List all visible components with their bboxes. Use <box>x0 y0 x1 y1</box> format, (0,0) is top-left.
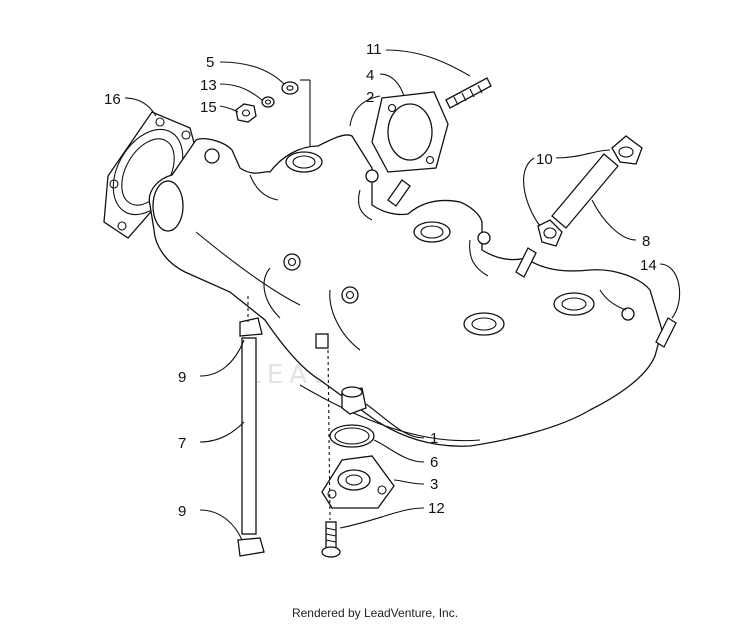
callout-3: 3 <box>430 476 438 493</box>
callout-labels: 5 13 15 16 11 4 2 10 8 14 9 7 9 1 6 3 12 <box>104 41 657 520</box>
callout-15: 15 <box>200 99 217 116</box>
callout-8: 8 <box>642 233 650 250</box>
hose-clamp-part-10-lower <box>537 219 563 247</box>
hose-nipples <box>387 179 677 348</box>
callout-2: 2 <box>366 89 374 106</box>
fitting-part-1 <box>341 386 367 415</box>
callout-11: 11 <box>366 41 382 58</box>
callout-12: 12 <box>428 500 445 517</box>
callout-9-lower: 9 <box>178 503 186 520</box>
hose-clamp-part-10-upper <box>611 135 643 165</box>
o-ring-part-6 <box>329 424 375 448</box>
lock-washer-part-13 <box>261 96 275 108</box>
callout-7: 7 <box>178 435 186 452</box>
cover-part-3 <box>321 455 395 509</box>
exhaust-manifold-body <box>148 134 663 447</box>
hose-clamp-part-9-upper <box>239 317 263 337</box>
stud-part-11 <box>445 77 492 109</box>
bolt-part-12 <box>321 521 341 558</box>
nut-part-15 <box>235 103 257 123</box>
callout-4: 4 <box>366 67 374 84</box>
callout-14: 14 <box>640 257 657 274</box>
callout-1: 1 <box>430 430 438 447</box>
hose-part-8 <box>551 153 619 229</box>
callout-13: 13 <box>200 77 217 94</box>
gasket-part-4 <box>371 91 449 173</box>
callout-16: 16 <box>104 91 121 108</box>
tube-part-7 <box>241 337 257 535</box>
assembly-lines <box>247 79 331 521</box>
callout-9-upper: 9 <box>178 369 186 386</box>
hose-clamp-part-9-lower <box>237 537 265 557</box>
footer-credit: Rendered by LeadVenture, Inc. <box>291 606 459 620</box>
callout-10: 10 <box>536 151 553 168</box>
callout-5: 5 <box>206 54 214 71</box>
callout-6: 6 <box>430 454 438 471</box>
washer-part-5 <box>281 81 299 95</box>
leader-lines <box>124 49 681 541</box>
